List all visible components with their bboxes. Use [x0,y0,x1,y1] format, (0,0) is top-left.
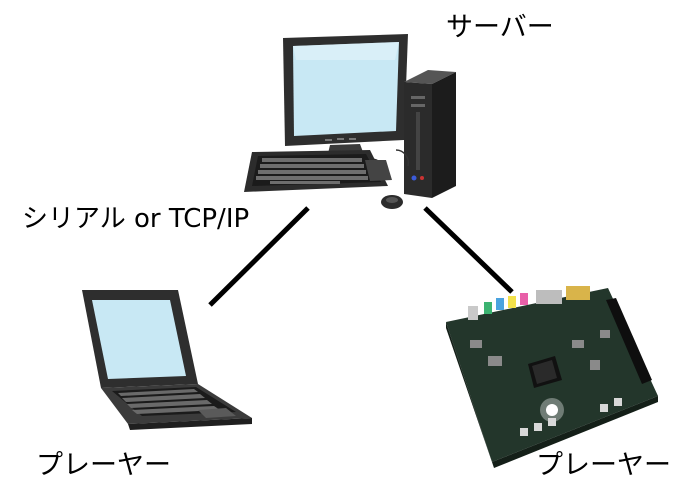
player-right-label: プレーヤー [536,450,671,481]
desktop-computer-icon [244,34,456,209]
edge-server-to-board [423,206,514,294]
fpga-board-icon [446,286,658,468]
monitor [283,34,408,168]
server-label: サーバー [446,12,554,43]
player-left-label: プレーヤー [36,450,171,481]
mouse [381,149,410,209]
keyboard [244,150,392,192]
laptop-icon [82,290,252,430]
edge-server-to-laptop [208,206,310,307]
connection-label: シリアル or TCP/IP [22,204,250,234]
tower-pc [404,70,456,198]
